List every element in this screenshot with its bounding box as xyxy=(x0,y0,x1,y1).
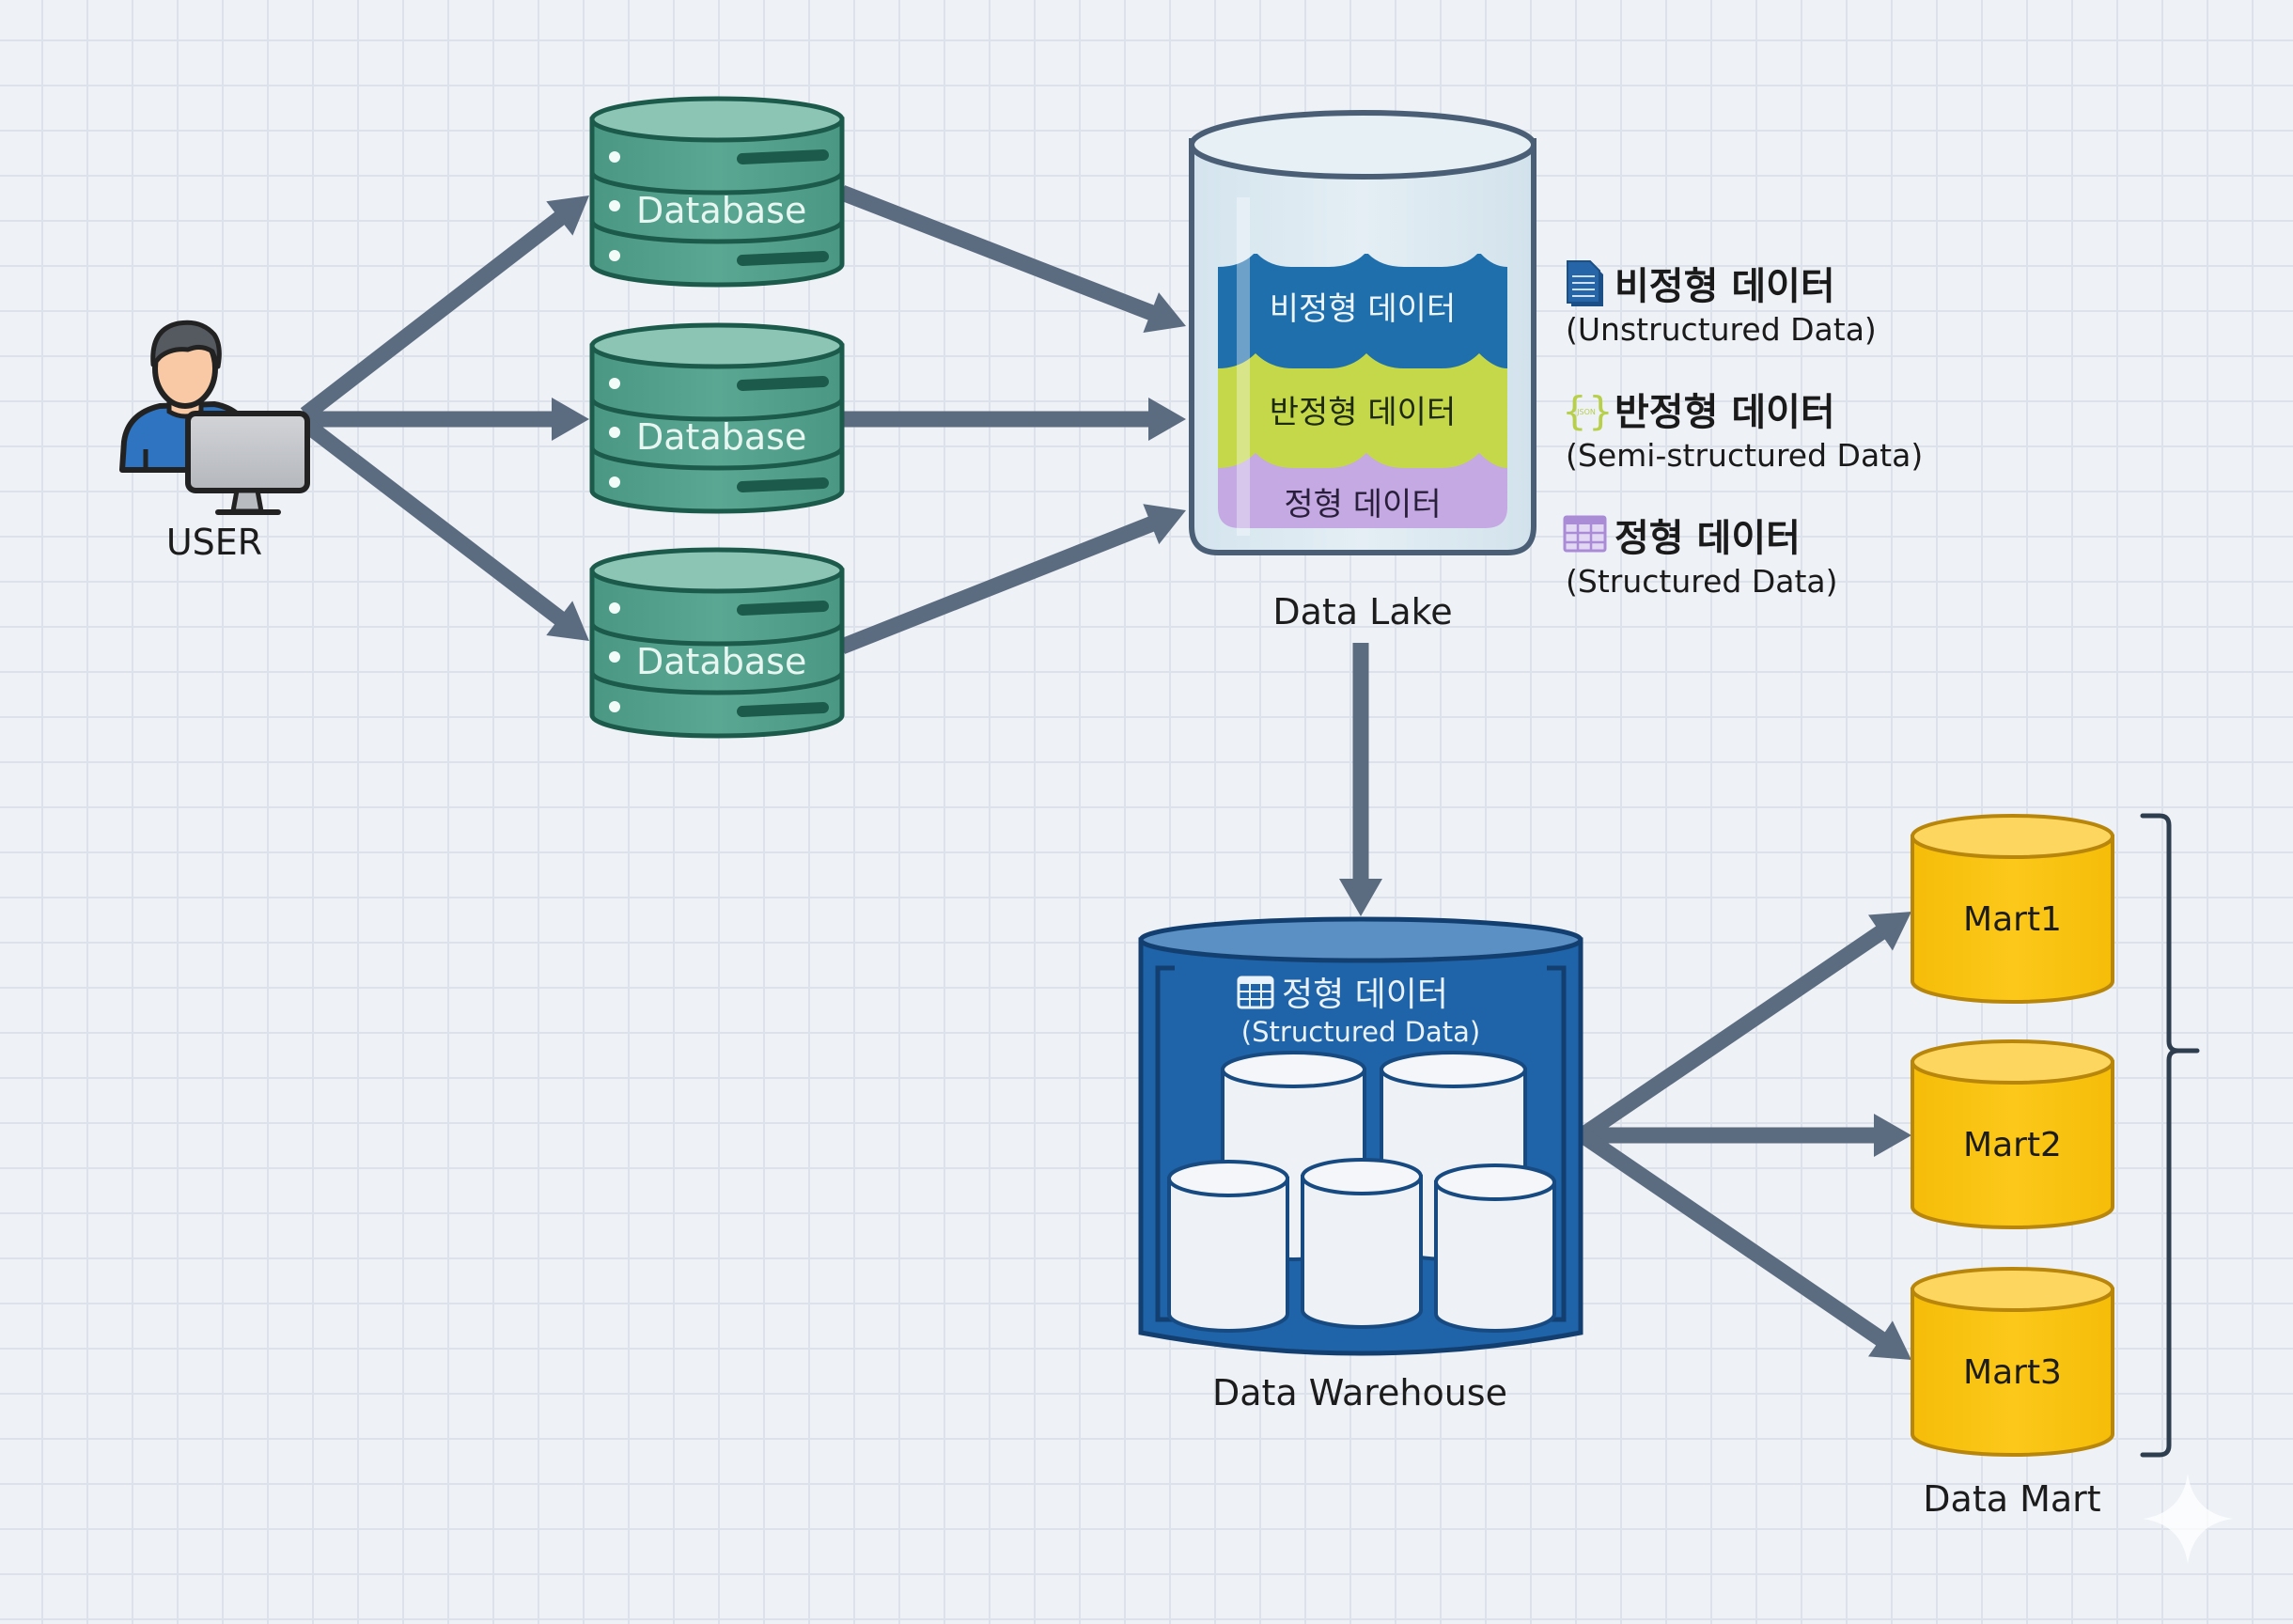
data-mart-3[interactable]: Mart3 xyxy=(1911,1267,2114,1457)
database-3[interactable]: Database xyxy=(589,547,845,739)
arrow-user-to-db3 xyxy=(300,417,589,641)
database-band-line xyxy=(589,220,845,244)
database-slot xyxy=(737,149,829,164)
arrow-warehouse-to-mart2 xyxy=(1583,1114,1911,1157)
arrow-db2-to-lake xyxy=(842,398,1186,441)
lake-layer-semistructured xyxy=(1218,353,1507,479)
legend-title-structured: 정형 데이터 xyxy=(1614,517,1801,560)
data-mart-body xyxy=(1911,835,2114,1004)
data-mart-item-label: Mart2 xyxy=(1963,1126,2062,1164)
database-top xyxy=(589,322,845,369)
flow-arrows xyxy=(300,185,1911,1360)
lake-gloss xyxy=(1237,197,1250,536)
svg-text:}: } xyxy=(1588,388,1614,434)
database-band-line xyxy=(589,398,845,422)
json-braces-icon: { } JSON xyxy=(1562,388,1614,434)
database-led-icon xyxy=(609,602,620,614)
lake-layer-label-unstructured: 비정형 데이터 xyxy=(1270,290,1457,328)
database-led-icon xyxy=(609,250,620,261)
svg-text:{: { xyxy=(1562,388,1587,434)
legend-title-unstructured: 비정형 데이터 xyxy=(1614,265,1835,308)
warehouse-table-cylinder-front-right xyxy=(1434,1163,1556,1333)
data-mart-item-label: Mart3 xyxy=(1963,1353,2062,1392)
database-band-line xyxy=(589,446,845,471)
arrow-db3-to-lake xyxy=(838,504,1186,654)
data-lake[interactable]: 비정형 데이터 반정형 데이터 정형 데이터 Data Lake xyxy=(1189,110,1536,632)
warehouse-table-cylinder-front-left xyxy=(1167,1160,1289,1333)
table-grid-icon xyxy=(1563,515,1607,553)
data-mart-body xyxy=(1911,1060,2114,1229)
data-mart-1[interactable]: Mart1 xyxy=(1911,814,2114,1004)
database-slot xyxy=(737,376,829,391)
database-slot xyxy=(737,601,829,616)
data-type-legend: 비정형 데이터 (Unstructured Data) { } JSON 반정형… xyxy=(1562,260,1923,600)
data-mart-2[interactable]: Mart2 xyxy=(1911,1039,2114,1229)
lake-layer-unstructured xyxy=(1218,254,1507,376)
sparkle-icon xyxy=(2143,1474,2233,1564)
data-mart-top xyxy=(1911,814,2114,859)
database-slot xyxy=(737,477,829,492)
data-mart-item-label: Mart1 xyxy=(1963,900,2062,939)
legend-title-semistructured: 반정형 데이터 xyxy=(1614,391,1835,434)
legend-subtitle-semistructured: (Semi-structured Data) xyxy=(1566,437,1923,474)
database-led-icon xyxy=(609,476,620,488)
data-mart-body xyxy=(1911,1288,2114,1457)
database-band-line xyxy=(589,671,845,695)
warehouse-header-title: 정형 데이터 xyxy=(1282,976,1448,1014)
data-mart-label: Data Mart xyxy=(1923,1478,2100,1520)
database-led-icon xyxy=(609,701,620,712)
database-band-line xyxy=(589,171,845,195)
lake-rim xyxy=(1189,110,1536,180)
user-node[interactable]: USER xyxy=(119,320,310,563)
database-led-icon xyxy=(609,151,620,163)
database-top xyxy=(589,547,845,594)
document-icon xyxy=(1567,260,1603,306)
warehouse-table-cylinder-front-middle xyxy=(1301,1158,1423,1329)
user-at-computer-icon xyxy=(119,320,310,515)
data-mart-top xyxy=(1911,1267,2114,1312)
database-2[interactable]: Database xyxy=(589,322,845,514)
data-warehouse-label: Data Warehouse xyxy=(1212,1372,1507,1413)
database-band-line xyxy=(589,622,845,647)
arrow-lake-to-warehouse xyxy=(1339,643,1382,916)
database-label: Database xyxy=(636,416,806,458)
arrow-user-to-db1 xyxy=(300,195,589,421)
lake-layer-label-semistructured: 반정형 데이터 xyxy=(1270,394,1457,431)
database-slot xyxy=(737,251,829,266)
lake-layer-structured xyxy=(1218,453,1507,528)
database-led-icon xyxy=(609,378,620,389)
database-led-icon xyxy=(609,427,620,438)
database-1[interactable]: Database xyxy=(589,96,845,288)
user-label: USER xyxy=(166,522,262,563)
legend-subtitle-unstructured: (Unstructured Data) xyxy=(1566,311,1877,348)
arrow-warehouse-to-mart3 xyxy=(1578,1129,1911,1360)
arrow-user-to-db2 xyxy=(305,398,589,441)
arrow-warehouse-to-mart1 xyxy=(1578,912,1911,1142)
table-grid-icon xyxy=(1237,976,1274,1009)
warehouse-frame-left xyxy=(1155,965,1175,1322)
database-label: Database xyxy=(636,641,806,682)
legend-subtitle-structured: (Structured Data) xyxy=(1566,563,1838,600)
database-top xyxy=(589,96,845,143)
arrow-db1-to-lake xyxy=(838,185,1186,333)
data-lake-label: Data Lake xyxy=(1272,591,1452,632)
database-led-icon xyxy=(609,200,620,211)
warehouse-frame-right xyxy=(1547,965,1567,1322)
svg-text:JSON: JSON xyxy=(1576,408,1596,416)
lake-layer-label-structured: 정형 데이터 xyxy=(1284,486,1441,523)
database-led-icon xyxy=(609,651,620,663)
data-mart-bracket xyxy=(2140,813,2200,1458)
warehouse-header-subtitle: (Structured Data) xyxy=(1241,1016,1480,1048)
warehouse-tables xyxy=(1167,1051,1556,1333)
data-warehouse[interactable]: 정형 데이터 (Structured Data) Data Warehouse xyxy=(1138,916,1583,1413)
warehouse-top xyxy=(1138,916,1583,963)
database-slot xyxy=(737,702,829,717)
database-label: Database xyxy=(636,190,806,231)
data-mart-top xyxy=(1911,1039,2114,1085)
